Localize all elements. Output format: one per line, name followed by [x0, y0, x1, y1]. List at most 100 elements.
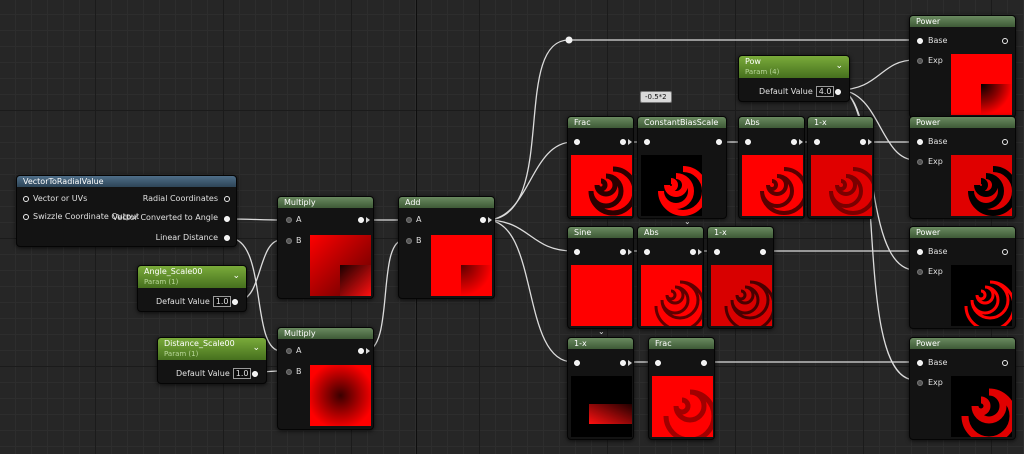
output-pin[interactable]	[620, 360, 626, 366]
radial-coordinates-label: Radial Coordinates	[142, 194, 218, 203]
collapse-chevron-icon[interactable]: ⌄	[598, 327, 605, 336]
multiply-node[interactable]: Multiply A B	[277, 196, 374, 299]
param-output-pin[interactable]	[232, 299, 238, 305]
base-label: Base	[928, 247, 948, 256]
base-input-pin[interactable]	[917, 360, 923, 366]
input-pin[interactable]	[814, 139, 820, 145]
output-pin[interactable]	[860, 139, 866, 145]
input-pin[interactable]	[574, 139, 580, 145]
output-pin[interactable]	[620, 139, 626, 145]
one-minus-node[interactable]: 1-x	[707, 226, 774, 329]
input-b-label: B	[296, 236, 302, 245]
chevron-down-icon[interactable]: ⌄	[252, 343, 260, 353]
input-pin[interactable]	[714, 249, 720, 255]
multiply-node[interactable]: Multiply A B	[277, 327, 374, 430]
frac-node[interactable]: Frac	[567, 116, 634, 219]
input-a-pin[interactable]	[286, 348, 292, 354]
input-pin[interactable]	[574, 249, 580, 255]
power-node[interactable]: Power Base Exp	[909, 226, 1016, 329]
preview-thumbnail	[641, 265, 702, 326]
exp-input-pin[interactable]	[917, 269, 923, 275]
swizzle-input-label: Swizzle Coordinate Output	[33, 212, 140, 221]
abs-node[interactable]: Abs	[637, 226, 704, 329]
param-output-pin[interactable]	[835, 89, 841, 95]
chevron-down-icon[interactable]: ⌄	[232, 271, 240, 281]
chevron-down-icon[interactable]: ⌄	[835, 61, 843, 71]
base-input-pin[interactable]	[917, 38, 923, 44]
input-pin[interactable]	[644, 139, 650, 145]
one-minus-node[interactable]: 1-x	[807, 116, 874, 219]
one-minus-node[interactable]: 1-x	[567, 337, 634, 440]
exp-input-pin[interactable]	[917, 159, 923, 165]
add-node[interactable]: Add A B	[398, 196, 495, 299]
swizzle-input-pin[interactable]	[23, 214, 29, 220]
param-output-pin[interactable]	[252, 371, 258, 377]
default-value-field[interactable]: 1.0	[212, 296, 232, 307]
exp-label: Exp	[928, 56, 943, 65]
preview-thumbnail	[310, 365, 371, 426]
input-pin[interactable]	[745, 139, 751, 145]
base-label: Base	[928, 358, 948, 367]
input-b-label: B	[296, 367, 302, 376]
exp-input-pin[interactable]	[917, 380, 923, 386]
input-b-pin[interactable]	[406, 238, 412, 244]
output-pin[interactable]	[1002, 360, 1008, 366]
output-pin[interactable]	[701, 360, 707, 366]
node-title: Frac	[568, 117, 633, 128]
output-pin[interactable]	[760, 249, 766, 255]
exp-label: Exp	[928, 378, 943, 387]
default-value-field[interactable]: 4.0	[815, 86, 835, 97]
exp-input-pin[interactable]	[917, 58, 923, 64]
sine-node[interactable]: Sine ⌄	[567, 226, 634, 336]
base-input-pin[interactable]	[917, 249, 923, 255]
output-pin[interactable]	[358, 217, 364, 223]
output-pin[interactable]	[1002, 249, 1008, 255]
output-pin[interactable]	[620, 249, 626, 255]
input-b-pin[interactable]	[286, 369, 292, 375]
input-pin[interactable]	[655, 360, 661, 366]
linear-distance-pin[interactable]	[224, 235, 230, 241]
preview-thumbnail	[571, 265, 632, 326]
output-pin[interactable]	[1002, 38, 1008, 44]
vector-angle-pin[interactable]	[224, 216, 230, 222]
vector-input-pin[interactable]	[23, 196, 29, 202]
frac-node[interactable]: Frac	[648, 337, 715, 440]
input-pin[interactable]	[644, 249, 650, 255]
output-pin[interactable]	[480, 217, 486, 223]
node-title: ConstantBiasScale	[638, 117, 726, 128]
power-node[interactable]: Power Base Exp	[909, 116, 1016, 219]
input-a-pin[interactable]	[406, 217, 412, 223]
node-title: Sine	[568, 227, 633, 238]
radial-coordinates-pin[interactable]	[224, 196, 230, 202]
default-value-field[interactable]: 1.0	[232, 368, 252, 379]
output-pin[interactable]	[358, 348, 364, 354]
constant-bias-scale-node[interactable]: ConstantBiasScale ⌄	[637, 116, 727, 226]
preview-thumbnail	[951, 54, 1012, 115]
output-pin[interactable]	[1002, 139, 1008, 145]
input-b-pin[interactable]	[286, 238, 292, 244]
output-pin[interactable]	[791, 139, 797, 145]
output-pin[interactable]	[690, 249, 696, 255]
power-node[interactable]: Power Base Exp	[909, 15, 1016, 118]
node-title: Abs	[739, 117, 804, 128]
preview-thumbnail	[571, 376, 632, 437]
preview-thumbnail	[310, 235, 371, 296]
vector-to-radial-value-node[interactable]: VectorToRadialValue Vector or UVs Swizzl…	[16, 175, 237, 247]
exp-label: Exp	[928, 157, 943, 166]
collapse-chevron-icon[interactable]: ⌄	[684, 217, 691, 226]
input-a-pin[interactable]	[286, 217, 292, 223]
reroute-node	[565, 36, 573, 44]
power-node[interactable]: Power Base Exp	[909, 337, 1016, 440]
input-pin[interactable]	[574, 360, 580, 366]
base-input-pin[interactable]	[917, 139, 923, 145]
wire-add-to-oneminus3	[485, 219, 574, 363]
preview-thumbnail	[811, 155, 872, 216]
output-pin[interactable]	[716, 139, 722, 145]
abs-node[interactable]: Abs	[738, 116, 805, 219]
